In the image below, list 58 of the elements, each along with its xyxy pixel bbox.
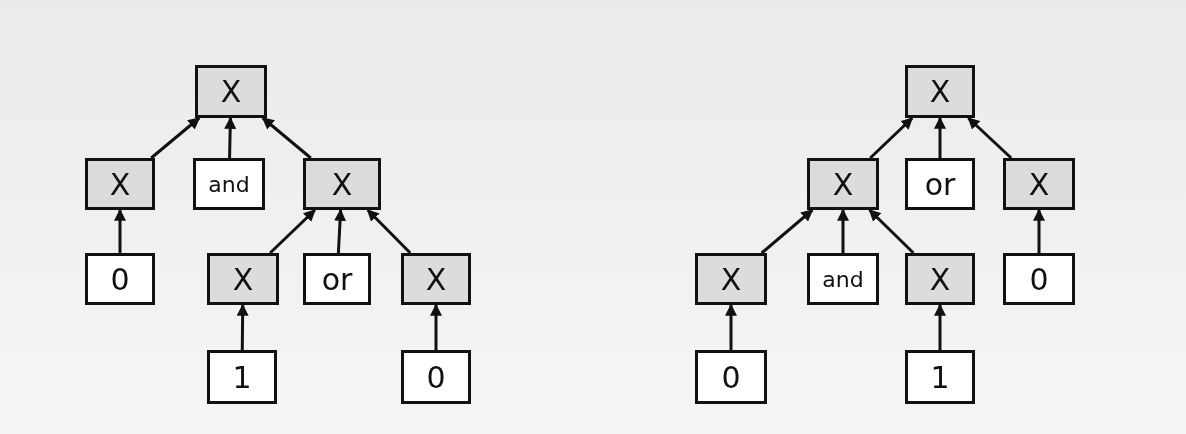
arrow bbox=[934, 116, 946, 158]
arrow bbox=[934, 303, 946, 350]
node-label: and bbox=[208, 171, 250, 197]
arrow bbox=[224, 116, 237, 159]
nonterminal-box bbox=[85, 158, 155, 210]
node-label: and bbox=[822, 266, 864, 292]
terminal-box bbox=[695, 350, 767, 404]
arrow bbox=[868, 208, 915, 255]
arrow bbox=[269, 208, 316, 255]
arrow bbox=[114, 208, 126, 253]
terminal-box bbox=[303, 253, 371, 305]
terminal-box bbox=[807, 253, 879, 305]
arrow bbox=[430, 303, 442, 350]
node-label: X bbox=[929, 74, 951, 109]
node-label: X bbox=[929, 261, 951, 297]
terminal-box bbox=[193, 158, 265, 210]
node-label: X bbox=[425, 261, 447, 297]
node-label: X bbox=[232, 261, 254, 297]
nonterminal-box bbox=[905, 65, 975, 118]
nonterminal-box bbox=[905, 253, 975, 305]
arrow bbox=[236, 303, 249, 350]
nonterminal-box bbox=[303, 158, 381, 210]
arrow bbox=[150, 116, 201, 160]
nonterminal-box bbox=[695, 253, 767, 305]
arrow bbox=[967, 116, 1013, 160]
terminal-box bbox=[85, 253, 155, 305]
nonterminal-box bbox=[1003, 158, 1075, 210]
arrow bbox=[869, 116, 914, 160]
node-label: X bbox=[220, 74, 242, 109]
arrow bbox=[1033, 208, 1045, 253]
arrow bbox=[725, 303, 737, 350]
nonterminal-box bbox=[195, 65, 267, 118]
arrow bbox=[837, 208, 849, 253]
nonterminal-box bbox=[401, 253, 471, 305]
arrow bbox=[334, 208, 347, 254]
node-label: or bbox=[321, 261, 353, 297]
arrow bbox=[261, 116, 312, 160]
node-label: or bbox=[924, 166, 956, 202]
arrow bbox=[760, 208, 814, 255]
terminal-box bbox=[401, 350, 471, 404]
node-label: 0 bbox=[426, 359, 446, 395]
node-label: X bbox=[331, 166, 353, 202]
terminal-box bbox=[905, 350, 975, 404]
nonterminal-box bbox=[207, 253, 279, 305]
node-label: X bbox=[832, 166, 854, 202]
node-label: X bbox=[1028, 166, 1050, 202]
node-label: X bbox=[720, 261, 742, 297]
node-label: X bbox=[109, 166, 131, 202]
node-label: 1 bbox=[930, 359, 950, 395]
node-label: 0 bbox=[721, 359, 741, 395]
arrow bbox=[366, 208, 412, 255]
nonterminal-box bbox=[807, 158, 879, 210]
node-label: 1 bbox=[232, 359, 252, 395]
terminal-box bbox=[905, 158, 975, 210]
node-label: 0 bbox=[1029, 261, 1049, 297]
node-label: 0 bbox=[110, 261, 130, 297]
terminal-box bbox=[207, 350, 277, 404]
terminal-box bbox=[1003, 253, 1075, 305]
